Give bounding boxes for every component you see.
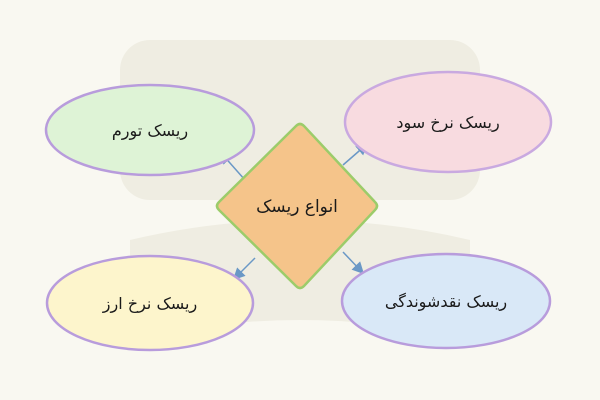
node-center: انواع ریسک xyxy=(215,122,379,290)
node-currency-label: ریسک نرخ ارز xyxy=(102,294,197,314)
node-liquidity-label: ریسک نقدشوندگی xyxy=(385,292,507,312)
node-liquidity: ریسک نقدشوندگی xyxy=(340,252,552,350)
node-inflation: ریسک تورم xyxy=(44,83,256,177)
connector-currency xyxy=(232,257,256,281)
node-interest-label: ریسک نرخ سود xyxy=(396,113,499,133)
node-inflation-label: ریسک تورم xyxy=(112,121,188,141)
node-center-label: انواع ریسک xyxy=(256,197,338,217)
node-interest-shape xyxy=(343,70,553,174)
node-currency: ریسک نرخ ارز xyxy=(45,254,255,352)
node-currency-shape xyxy=(45,254,255,352)
node-liquidity-shape xyxy=(340,252,552,350)
node-inflation-shape xyxy=(44,83,256,177)
node-interest: ریسک نرخ سود xyxy=(343,70,553,174)
node-center-shape xyxy=(215,122,379,290)
connector-liquidity xyxy=(342,251,365,275)
